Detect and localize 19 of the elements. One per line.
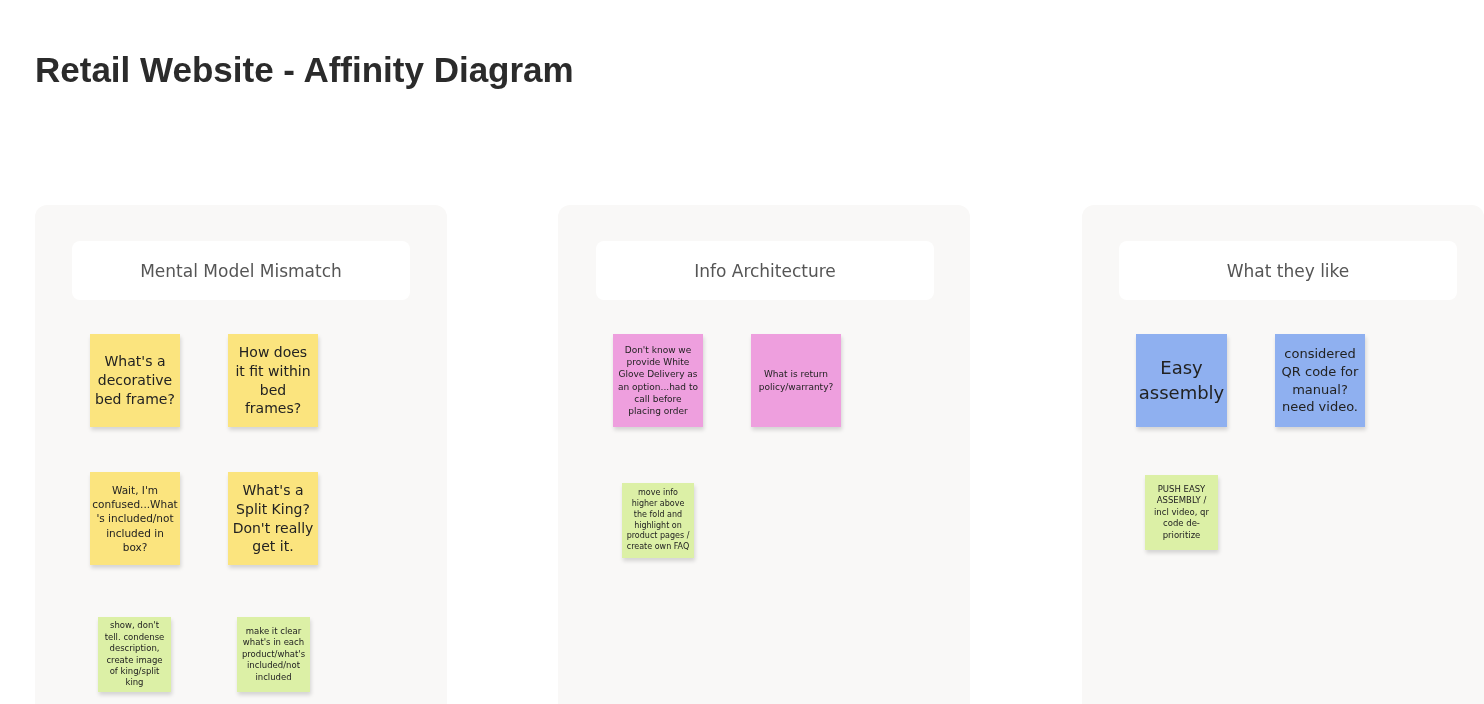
sticky-note: What's a Split King? Don't really get it. bbox=[228, 472, 318, 565]
column-header-card: Info Architecture bbox=[596, 241, 934, 300]
sticky-note: considered QR code for manual? need video. bbox=[1275, 334, 1365, 427]
sticky-note: Don't know we provide White Glove Delivery as an option...had to call before placing order bbox=[613, 334, 703, 427]
column-panel bbox=[1082, 205, 1484, 704]
column-header-card: What they like bbox=[1119, 241, 1457, 300]
sticky-note: Easy assembly bbox=[1136, 334, 1227, 427]
column-panel bbox=[558, 205, 970, 704]
page-title: Retail Website - Affinity Diagram bbox=[35, 50, 574, 90]
column-panel bbox=[35, 205, 447, 704]
sticky-note: move info higher above the fold and highlight on product pages / create own FAQ bbox=[622, 483, 694, 558]
column-header-card: Mental Model Mismatch bbox=[72, 241, 410, 300]
sticky-note: make it clear what's in each product/what's included/not included bbox=[237, 617, 310, 692]
sticky-note: PUSH EASY ASSEMBLY / incl video, qr code de-prioritize bbox=[1145, 475, 1218, 550]
sticky-note: Wait, I'm confused...What 's included/not included in box? bbox=[90, 472, 180, 565]
sticky-note: What is return policy/warranty? bbox=[751, 334, 841, 427]
sticky-note: show, don't tell. condense description, create image of king/split king bbox=[98, 617, 171, 692]
sticky-note: How does it fit within bed frames? bbox=[228, 334, 318, 427]
sticky-note: What's a decorative bed frame? bbox=[90, 334, 180, 427]
